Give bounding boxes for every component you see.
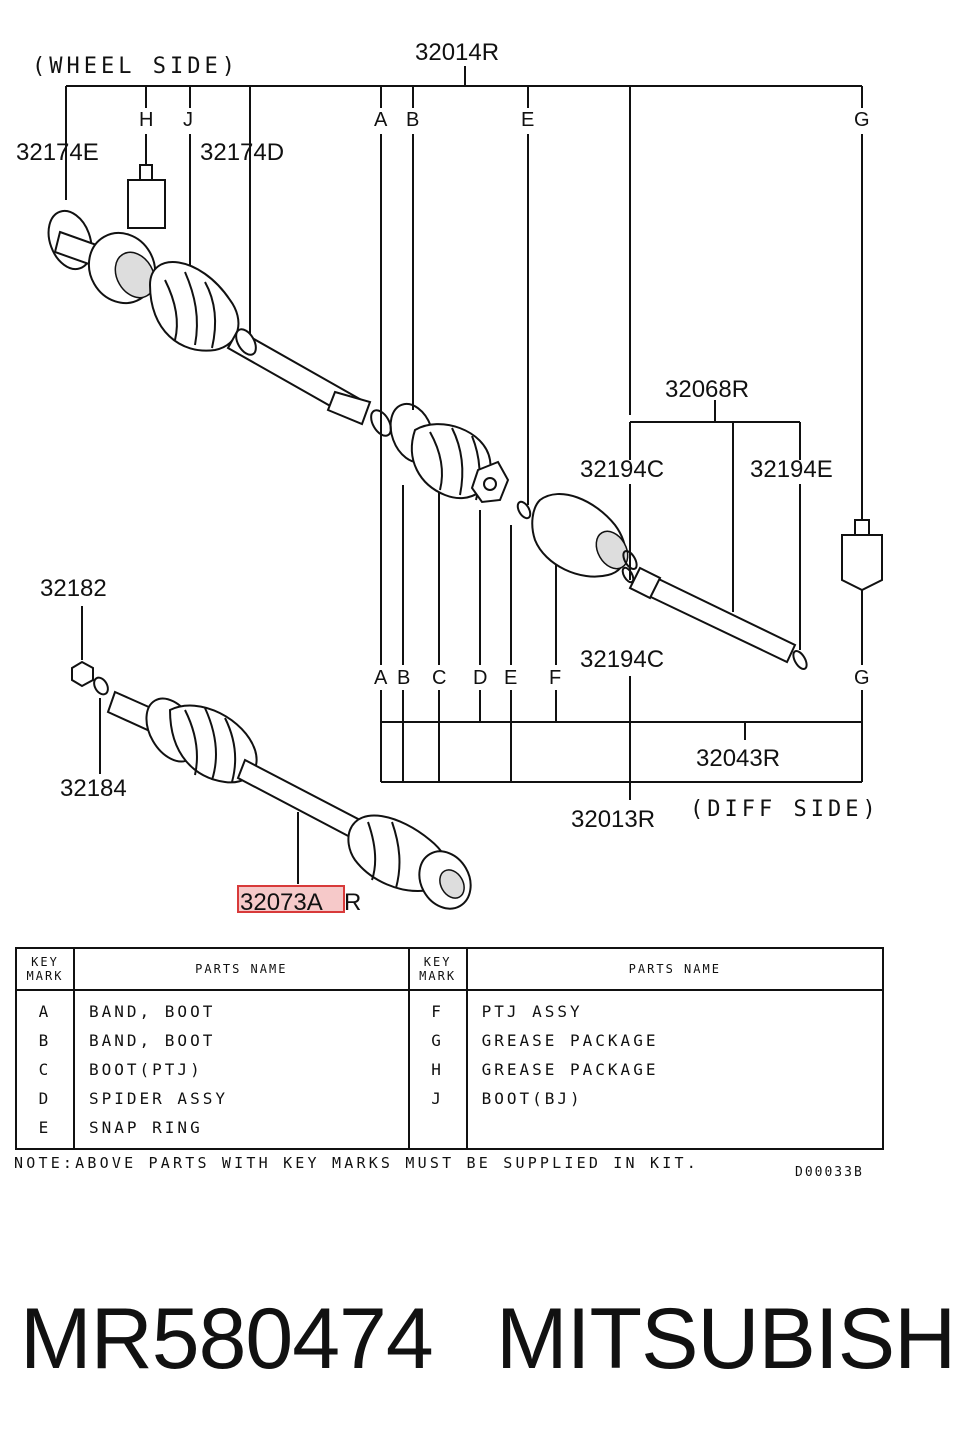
- part-name-cell: PTJ ASSY: [465, 990, 885, 1026]
- part-name-cell: BAND, BOOT: [73, 1026, 410, 1055]
- table-row: E SNAP RING: [15, 1113, 885, 1149]
- header-key-mark-left: KEY MARK: [15, 947, 75, 991]
- callout-32174D: 32174D: [200, 139, 284, 166]
- header-parts-name-left: PARTS NAME: [73, 947, 410, 991]
- callout-32182: 32182: [40, 575, 107, 602]
- diagram-code: D00033B: [795, 1165, 864, 1180]
- part-name-cell: BOOT(BJ): [465, 1084, 885, 1113]
- table-row: A BAND, BOOT F PTJ ASSY: [15, 990, 885, 1026]
- key-cell: [407, 1113, 468, 1149]
- key-cell: G: [407, 1026, 468, 1055]
- callout-32194C-bottom: 32194C: [580, 646, 664, 673]
- key-letter-E-bottom: E: [504, 667, 517, 689]
- callout-32013R: 32013R: [571, 806, 655, 833]
- part-name-cell: [465, 1113, 885, 1149]
- part-name-cell: SNAP RING: [73, 1113, 410, 1149]
- parts-table: KEY MARK PARTS NAME KEY MARK PARTS NAME …: [15, 947, 885, 1150]
- key-cell: A: [15, 990, 75, 1026]
- highlight-box: [237, 885, 345, 913]
- callout-32043R: 32043R: [696, 745, 780, 772]
- part-name-cell: GREASE PACKAGE: [465, 1026, 885, 1055]
- diff-side-label: (DIFF SIDE): [690, 797, 880, 822]
- header-parts-name-right: PARTS NAME: [465, 947, 885, 991]
- part-name-cell: BOOT(PTJ): [73, 1055, 410, 1084]
- callout-32068R: 32068R: [665, 376, 749, 403]
- key-letter-H: H: [139, 109, 153, 131]
- upper-shaft-assembly: [47, 164, 883, 671]
- callout-32073A-suffix: R: [344, 889, 361, 916]
- key-cell: H: [407, 1055, 468, 1084]
- key-cell: J: [407, 1084, 468, 1113]
- key-cell: B: [15, 1026, 75, 1055]
- key-letter-F-bottom: F: [549, 667, 561, 689]
- table-header-row: KEY MARK PARTS NAME KEY MARK PARTS NAME: [15, 947, 885, 991]
- key-letter-B-top: B: [406, 109, 419, 131]
- callout-32014R: 32014R: [415, 39, 499, 66]
- table-row: B BAND, BOOT G GREASE PACKAGE: [15, 1026, 885, 1055]
- callout-32174E: 32174E: [16, 139, 99, 166]
- key-letter-C-bottom: C: [432, 667, 446, 689]
- kit-note: NOTE:ABOVE PARTS WITH KEY MARKS MUST BE …: [14, 1154, 699, 1172]
- key-letter-A-top: A: [374, 109, 388, 131]
- callout-32073A: 32073A: [240, 889, 323, 916]
- callout-32194E: 32194E: [750, 456, 833, 483]
- brand-name: MITSUBISHI: [496, 1291, 960, 1387]
- part-number: MR580474: [20, 1291, 434, 1387]
- key-letter-D-bottom: D: [473, 667, 487, 689]
- key-letter-G-bottom: G: [854, 667, 870, 689]
- leader-lines: [65, 66, 863, 884]
- callout-32194C-top: 32194C: [580, 456, 664, 483]
- table-row: D SPIDER ASSY J BOOT(BJ): [15, 1084, 885, 1113]
- part-name-cell: SPIDER ASSY: [73, 1084, 410, 1113]
- key-letter-J: J: [183, 109, 193, 131]
- part-name-cell: GREASE PACKAGE: [465, 1055, 885, 1084]
- part-name-cell: BAND, BOOT: [73, 990, 410, 1026]
- key-letter-G-top: G: [854, 109, 870, 131]
- key-cell: D: [15, 1084, 75, 1113]
- key-cell: F: [407, 990, 468, 1026]
- header-key-mark-right: KEY MARK: [407, 947, 468, 991]
- lower-shaft-assembly: [71, 660, 472, 910]
- footer-caption: MR580474 MITSUBISHI: [20, 1290, 960, 1390]
- key-letter-E-top: E: [521, 109, 534, 131]
- key-letter-A-bottom: A: [374, 667, 388, 689]
- key-cell: C: [15, 1055, 75, 1084]
- key-cell: E: [15, 1113, 75, 1149]
- exploded-parts-diagram: (WHEEL SIDE) 32014R 32174E 32174D 32068R…: [16, 39, 883, 916]
- key-letter-B-bottom: B: [397, 667, 410, 689]
- table-row: C BOOT(PTJ) H GREASE PACKAGE: [15, 1055, 885, 1084]
- wheel-side-label: (WHEEL SIDE): [32, 54, 239, 79]
- callout-32184: 32184: [60, 775, 127, 802]
